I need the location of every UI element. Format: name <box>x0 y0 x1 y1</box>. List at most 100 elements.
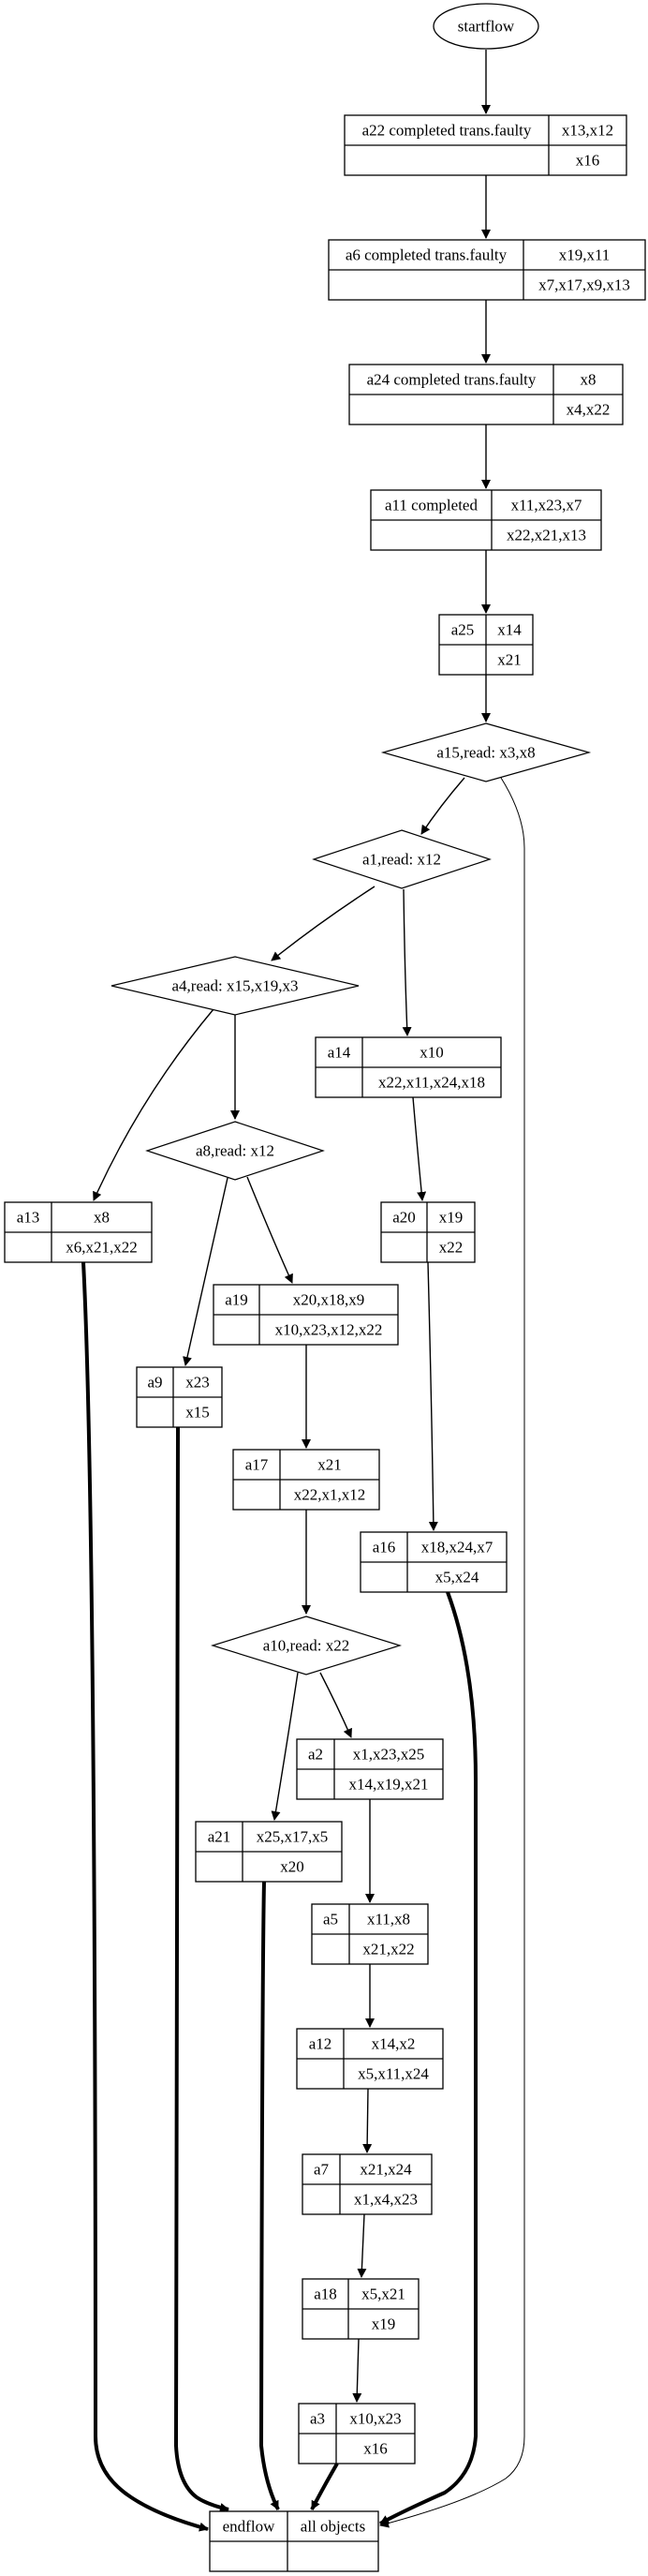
node-label: a11 completed <box>385 497 478 514</box>
edge-a10-to-a2 <box>319 1672 352 1738</box>
edge-a15-to-endflow <box>379 777 525 2528</box>
node-a17[interactable]: a17 x21 x22,x1,x12 <box>232 1449 380 1511</box>
edge-a9-to-endflow <box>173 1426 229 2512</box>
edge-a14-to-a20 <box>412 1096 427 1201</box>
node-label: a16 <box>373 1539 396 1556</box>
node-a22[interactable]: a22 completed trans.faulty x13,x12 x16 <box>344 114 627 176</box>
start-ellipse <box>433 3 539 50</box>
node-bottom-vars: x15 <box>185 1404 210 1422</box>
node-bottom-vars: x22,x11,x24,x18 <box>378 1074 485 1092</box>
node-top-vars: x1,x23,x25 <box>353 1746 425 1764</box>
node-label: a5 <box>323 1911 338 1928</box>
node-top-vars: x20,x18,x9 <box>293 1291 365 1309</box>
decision-label: a8,read: x12 <box>196 1142 274 1160</box>
node-label: a22 completed trans.faulty <box>362 122 532 140</box>
node-startflow[interactable]: startflow <box>433 3 539 50</box>
node-bottom-vars: x7,x17,x9,x13 <box>538 276 630 294</box>
edge-a12-to-a7 <box>362 2088 373 2153</box>
node-a7[interactable]: a7 x21,x24 x1,x4,x23 <box>302 2153 433 2215</box>
node-label: endflow <box>223 2518 275 2536</box>
node-bottom-vars: x10,x23,x12,x22 <box>275 1321 383 1339</box>
node-a25[interactable]: a25 x14 x21 <box>438 614 534 676</box>
decision-diamond <box>380 722 592 782</box>
node-top-vars: x21,x24 <box>360 2161 412 2179</box>
node-a4[interactable]: a4,read: x15,x19,x3 <box>110 956 360 1016</box>
node-a2[interactable]: a2 x1,x23,x25 x14,x19,x21 <box>296 1738 444 1800</box>
node-label: a2 <box>308 1746 323 1764</box>
node-top-vars: x18,x24,x7 <box>421 1539 493 1556</box>
decision-diamond <box>110 956 360 1016</box>
node-bottom-vars: x21 <box>497 651 522 669</box>
node-a8[interactable]: a8,read: x12 <box>145 1121 325 1181</box>
node-top-vars: x23 <box>185 1374 210 1392</box>
node-bottom-vars: x19 <box>372 2315 396 2333</box>
node-bottom-vars: x5,x11,x24 <box>358 2065 429 2083</box>
edge-a8-to-a19 <box>246 1176 293 1284</box>
node-label: a21 <box>208 1828 231 1846</box>
node-label: a7 <box>314 2161 330 2179</box>
node-top-vars: x19,x11 <box>559 246 611 264</box>
node-label: a3 <box>310 2410 325 2428</box>
node-label: a14 <box>328 1044 351 1062</box>
node-a24[interactable]: a24 completed trans.faulty x8 x4,x22 <box>348 364 624 425</box>
node-bottom-vars: x14,x19,x21 <box>349 1776 429 1794</box>
node-label: a20 <box>392 1209 416 1227</box>
node-bottom-vars: x4,x22 <box>567 401 611 419</box>
node-top-vars: x13,x12 <box>562 122 613 140</box>
edge-a4-to-a13 <box>93 1008 214 1201</box>
node-bottom-vars: x22,x1,x12 <box>294 1486 366 1504</box>
node-top-vars: x10 <box>420 1044 444 1062</box>
node-label: a12 <box>309 2035 332 2053</box>
node-top-vars: x14 <box>497 621 522 639</box>
decision-label: a15,read: x3,x8 <box>436 744 535 762</box>
node-bottom-vars: x22,x21,x13 <box>507 527 586 544</box>
node-bottom-vars: x20 <box>280 1858 304 1876</box>
node-a5[interactable]: a5 x11,x8 x21,x22 <box>311 1903 429 1965</box>
edge-a1-to-a4 <box>271 886 376 961</box>
node-bottom-vars: x6,x21,x22 <box>66 1239 138 1257</box>
node-a9[interactable]: a9 x23 x15 <box>136 1366 223 1428</box>
node-top-vars: x8 <box>581 371 596 389</box>
edge-a7-to-a18 <box>357 2213 367 2278</box>
nodes-layer: startflow a22 completed trans.faulty x13,x… <box>4 3 646 2572</box>
node-top-vars: x11,x8 <box>367 1911 410 1928</box>
decision-label: a10,read: x22 <box>263 1637 350 1655</box>
node-label: a17 <box>245 1456 269 1474</box>
node-bottom-vars: x5,x24 <box>435 1569 479 1586</box>
edge-a1-to-a14 <box>402 888 412 1036</box>
node-label: a24 completed trans.faulty <box>367 371 537 389</box>
edge-a13-to-endflow <box>81 1261 209 2532</box>
edge-a10-to-a21 <box>271 1672 299 1821</box>
node-label: a9 <box>147 1374 162 1392</box>
start-label: startflow <box>458 18 515 36</box>
node-a15[interactable]: a15,read: x3,x8 <box>380 722 592 782</box>
node-top-vars: x19 <box>439 1209 464 1227</box>
edge-a16-to-endflow <box>379 1591 478 2525</box>
node-top-vars: x10,x23 <box>349 2410 401 2428</box>
node-a16[interactable]: a16 x18,x24,x7 x5,x24 <box>360 1531 508 1593</box>
edge-a20-to-a16 <box>427 1261 438 1531</box>
node-bottom-vars: x21,x22 <box>362 1941 414 1958</box>
node-top-vars: x8 <box>94 1209 110 1227</box>
node-a14[interactable]: a14 x10 x22,x11,x24,x18 <box>315 1036 502 1098</box>
node-label: a25 <box>451 621 475 639</box>
node-a1[interactable]: a1,read: x12 <box>312 829 492 889</box>
edge-a8-to-a9 <box>183 1177 228 1366</box>
node-top-vars: x5,x21 <box>361 2286 405 2303</box>
node-a10[interactable]: a10,read: x22 <box>210 1616 403 1675</box>
node-top-vars: x21 <box>317 1456 342 1474</box>
edges-layer <box>81 50 525 2532</box>
decision-diamond <box>312 829 492 889</box>
node-bottom-vars: x1,x4,x23 <box>354 2191 418 2209</box>
node-bottom-vars: x16 <box>576 152 600 170</box>
